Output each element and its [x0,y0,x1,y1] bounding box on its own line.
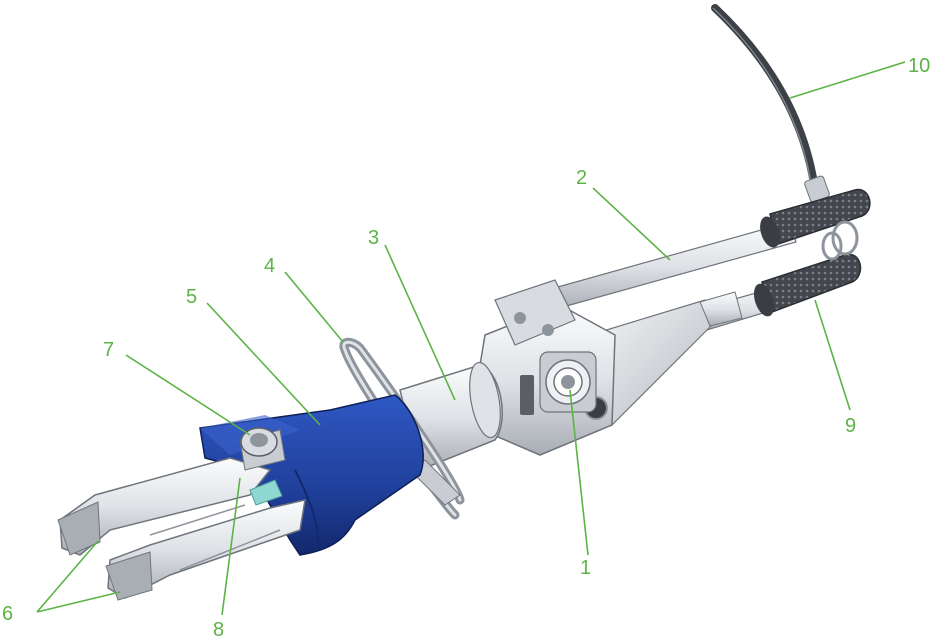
rear-cone [589,291,743,427]
callout-labels: 1 2 3 4 5 6 7 8 9 10 [2,55,930,636]
callout-10: 10 [908,55,930,77]
callout-9: 9 [845,415,856,437]
leader-3 [384,244,456,401]
leader-5 [206,302,321,426]
ring-connector [821,220,859,261]
callout-4: 4 [264,255,275,277]
callout-6: 6 [2,603,13,625]
callout-1: 1 [580,557,591,579]
control-knob [539,351,597,413]
leader-8 [221,477,241,616]
callout-7: 7 [103,339,114,361]
leader-4 [284,271,344,343]
leader-10 [789,61,906,99]
callout-leaders [36,61,906,616]
teal-insert [249,479,283,506]
callout-8: 8 [213,619,224,636]
callout-5: 5 [186,286,197,308]
jaw-arms [57,457,306,601]
leader-7 [125,354,251,436]
callout-2: 2 [576,167,587,189]
leader-2 [592,187,671,261]
leader-6a [36,540,99,613]
hose [711,4,830,203]
leader-6b [36,591,121,613]
leader-1 [569,389,589,556]
center-bolt [239,427,286,471]
upper-handle [539,188,871,311]
callout-3: 3 [368,227,379,249]
leader-9 [814,299,851,411]
